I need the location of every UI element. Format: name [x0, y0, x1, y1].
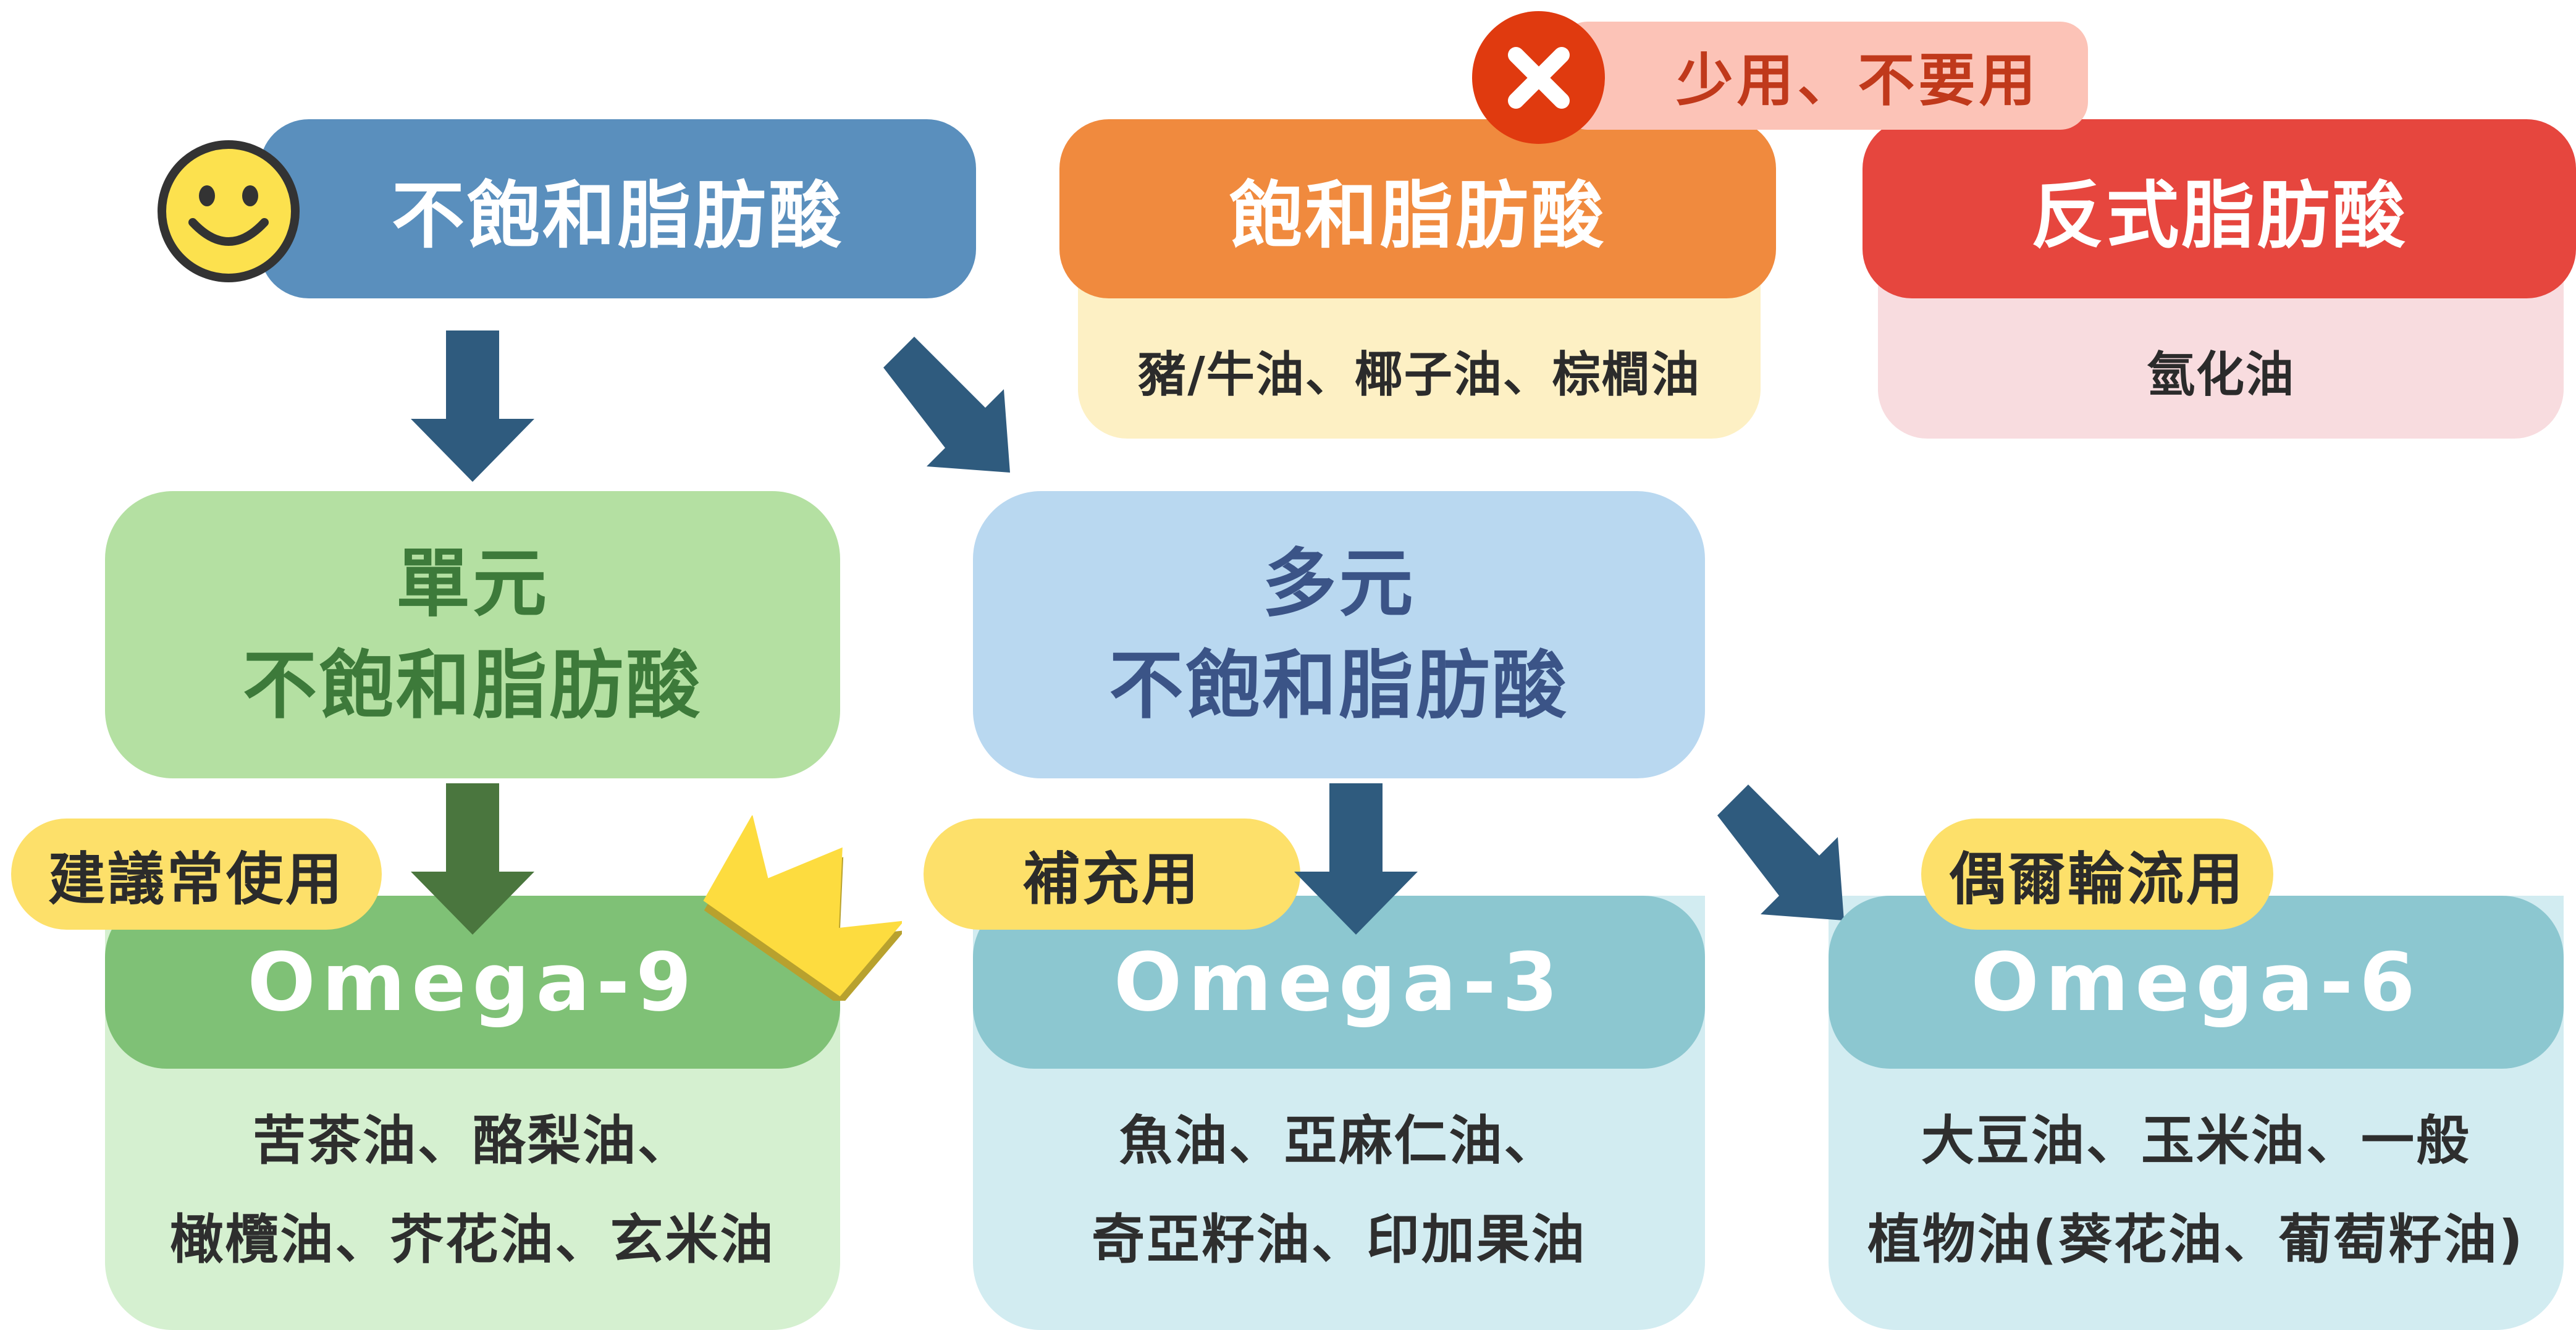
poly-line1: 多元: [1262, 541, 1416, 627]
warning-badge: 少用、不要用: [1560, 22, 2088, 130]
unsaturated-fat-title: 不飽和脂肪酸: [391, 172, 844, 258]
saturated-fat-box: 飽和脂肪酸: [1059, 119, 1776, 298]
close-icon: [1472, 11, 1605, 144]
monounsaturated-box: 單元 不飽和脂肪酸: [105, 491, 840, 778]
arrow-down-to-omega3: [1294, 783, 1418, 935]
omega3-tag: 補充用: [924, 819, 1300, 930]
omega3-title: Omega-3: [1113, 935, 1565, 1029]
saturated-fat-title: 飽和脂肪酸: [1229, 172, 1606, 258]
arrow-down-to-mono: [411, 330, 534, 482]
omega6-title: Omega-6: [1971, 935, 2422, 1029]
omega9-line2: 橄欖油、芥花油、玄米油: [170, 1208, 775, 1271]
arrow-diagonal-to-omega6: [1717, 785, 1844, 920]
unsaturated-fat-box: 不飽和脂肪酸: [259, 119, 976, 298]
omega9-line1: 苦茶油、酪梨油、: [253, 1109, 692, 1172]
omega3-line1: 魚油、亞麻仁油、: [1119, 1109, 1559, 1172]
saturated-fat-examples: 豬/牛油、椰子油、棕櫚油: [1138, 347, 1701, 403]
crown-icon: [703, 815, 902, 1001]
arrow-diagonal-to-poly: [883, 337, 1010, 473]
omega9-title: Omega-9: [247, 935, 698, 1029]
trans-fat-examples: 氫化油: [2146, 347, 2295, 403]
warning-label: 少用、不要用: [1676, 48, 2040, 114]
omega6-tag: 偶爾輪流用: [1921, 819, 2273, 930]
omega6-line1: 大豆油、玉米油、一般: [1921, 1109, 2471, 1172]
omega3-line2: 奇亞籽油、印加果油: [1092, 1208, 1586, 1271]
poly-line2: 不飽和脂肪酸: [1109, 642, 1569, 729]
omega6-line2: 植物油(葵花油、葡萄籽油): [1867, 1208, 2525, 1271]
trans-fat-title: 反式脂肪酸: [2031, 172, 2408, 258]
omega9-tag-label: 建議常使用: [48, 846, 345, 912]
smiley-icon: [158, 140, 300, 282]
omega6-tag-label: 偶爾輪流用: [1948, 846, 2246, 912]
omega3-tag-label: 補充用: [1022, 846, 1201, 912]
mono-line1: 單元: [396, 541, 549, 627]
polyunsaturated-box: 多元 不飽和脂肪酸: [973, 491, 1705, 778]
mono-line2: 不飽和脂肪酸: [243, 642, 702, 729]
trans-fat-box: 反式脂肪酸: [1863, 119, 2576, 298]
omega9-tag: 建議常使用: [11, 819, 382, 930]
arrow-down-to-omega9: [411, 783, 534, 935]
